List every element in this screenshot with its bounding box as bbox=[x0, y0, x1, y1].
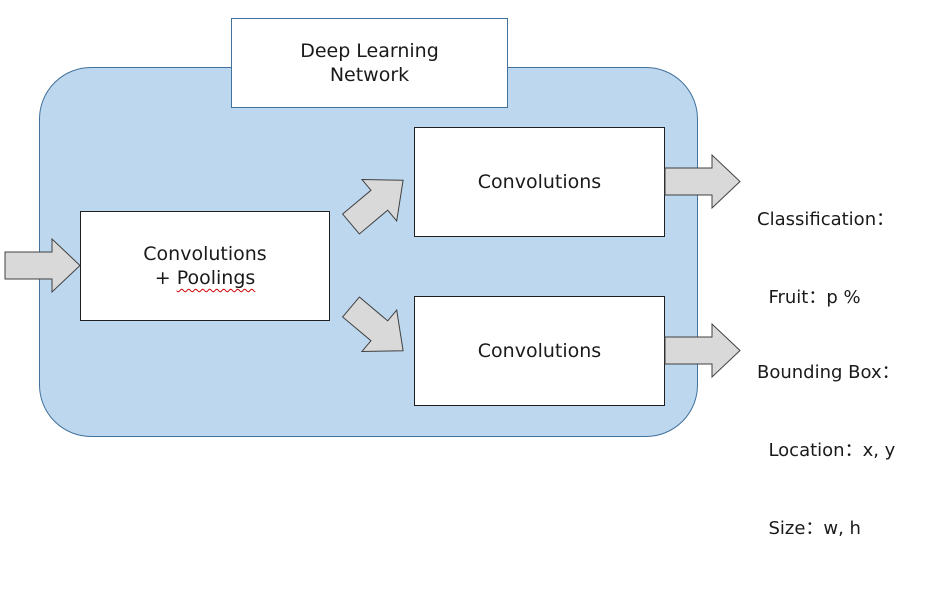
arrow-to-bottom-branch bbox=[341, 296, 404, 352]
bbox-output: Bounding Box： Location：x, y Size：w, h bbox=[757, 308, 900, 594]
bbox-output-line-2: Location：x, y bbox=[757, 440, 896, 461]
classification-output-line-1: Classification： bbox=[757, 209, 895, 230]
bbox-output-arrow bbox=[664, 322, 741, 379]
arrows-layer bbox=[4, 153, 741, 379]
classification-output: Classification： Fruit：p % bbox=[757, 155, 894, 363]
conv-pooling-block: Convolutions + Poolings bbox=[80, 211, 330, 321]
bbox-conv-label: Convolutions bbox=[477, 340, 602, 362]
classification-conv-label: Convolutions bbox=[477, 171, 602, 193]
input-arrow bbox=[4, 237, 81, 294]
arrow-to-top-branch bbox=[341, 179, 404, 235]
bbox-output-line-3: Size：w, h bbox=[757, 518, 861, 539]
network-title-line-2: Network bbox=[329, 64, 410, 86]
classification-output-arrow bbox=[664, 153, 741, 210]
diagram-canvas: Deep Learning Network Convolutions + Poo… bbox=[4, 18, 900, 539]
bbox-output-line-1: Bounding Box： bbox=[757, 362, 900, 383]
classification-conv-block: Convolutions bbox=[414, 127, 665, 237]
plus-sign: + bbox=[154, 267, 177, 289]
conv-pooling-line-1: Convolutions bbox=[143, 243, 267, 265]
bbox-conv-block: Convolutions bbox=[414, 296, 665, 406]
network-title-box: Deep Learning Network bbox=[231, 18, 508, 108]
classification-output-line-2: Fruit：p % bbox=[757, 287, 861, 308]
conv-pooling-line-2: + Poolings bbox=[155, 266, 256, 290]
poolings-word: Poolings bbox=[176, 267, 256, 289]
network-title-line-1: Deep Learning bbox=[300, 40, 439, 62]
